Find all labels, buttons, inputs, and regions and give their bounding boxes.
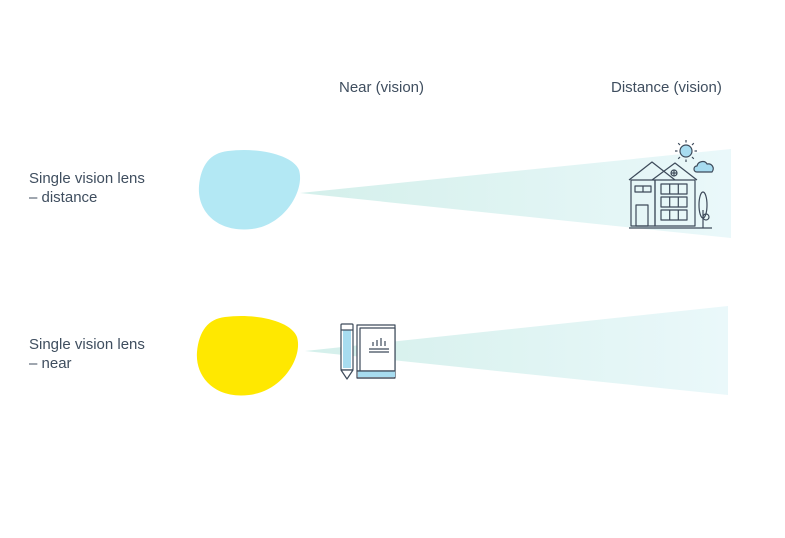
distance-lens-label-line2: – distance: [29, 189, 98, 206]
pencil-icon: [340, 323, 354, 380]
distance-vision-beam: [300, 149, 731, 238]
book-icon: [356, 324, 396, 379]
near-lens: [196, 315, 299, 396]
sun-icon: [675, 140, 697, 162]
cloud-icon: [693, 160, 714, 173]
distance-vision-label: Distance (vision): [611, 79, 722, 96]
distance-lens-label: Single vision lens – distance: [29, 169, 145, 207]
near-lens-label: Single vision lens – near: [29, 335, 145, 373]
building-icon: [628, 140, 714, 229]
near-lens-label-line2: – near: [29, 355, 72, 372]
near-vision-beam: [305, 306, 728, 395]
distance-lens-label-line1: Single vision lens: [29, 170, 145, 187]
near-vision-label: Near (vision): [339, 79, 425, 96]
book-pencil-icon: [340, 323, 396, 380]
distance-lens: [198, 149, 301, 230]
near-lens-label-line1: Single vision lens: [29, 336, 145, 353]
